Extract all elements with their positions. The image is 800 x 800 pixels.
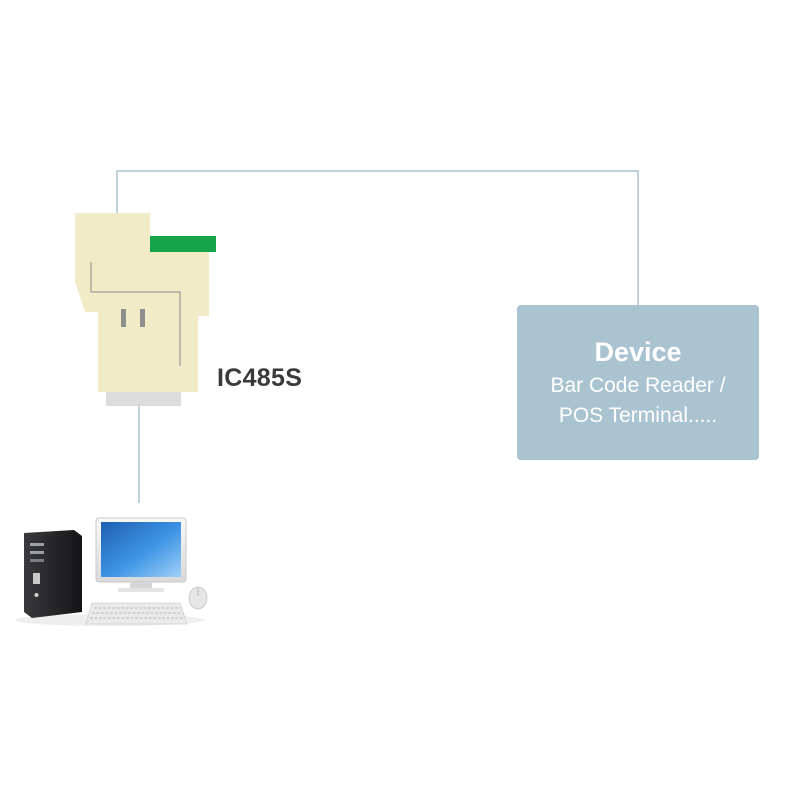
adapter-to-device-line: [116, 170, 639, 305]
tower-icon: [24, 530, 82, 618]
ic485s-adapter-icon: [75, 213, 216, 406]
mouse-icon: [188, 586, 208, 610]
device-description-line-2: POS Terminal.....: [558, 404, 718, 427]
adapter-label: IC485S: [217, 364, 303, 392]
monitor-icon: [95, 517, 187, 592]
device-title: Device: [594, 337, 682, 367]
device-box: Device Bar Code Reader / POS Terminal...…: [517, 305, 759, 460]
desktop-computer-icon: [15, 517, 208, 626]
connection-lines: [116, 170, 639, 503]
keyboard-icon: [85, 602, 188, 625]
device-description-line-1: Bar Code Reader /: [550, 374, 726, 397]
